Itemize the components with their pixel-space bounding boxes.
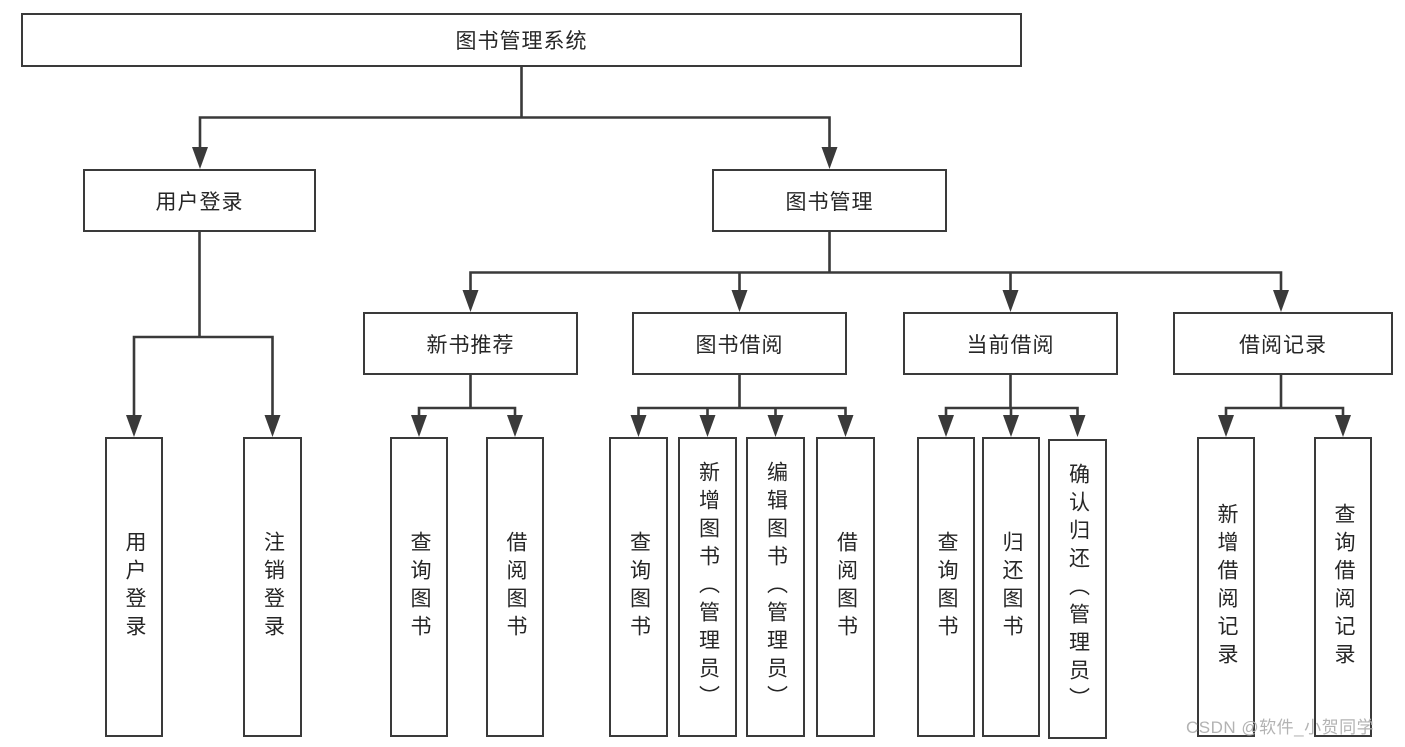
watermark: CSDN @软件_小贺同学 (1186, 718, 1375, 737)
leaf-borrow-books-label: 借阅图书 (834, 531, 858, 643)
node-current-borrowing: 当前借阅 (903, 312, 1118, 375)
node-library-system-label: 图书管理系统 (455, 30, 588, 53)
leaf-edit-books-admin: 编辑图书（管理员） (746, 437, 805, 737)
node-user-login: 用户登录 (83, 169, 316, 232)
node-user-login-label: 用户登录 (155, 190, 244, 214)
leaf-query-books-recommend: 查询图书 (390, 437, 448, 737)
leaf-query-borrow-record-label: 查询借阅记录 (1332, 503, 1355, 671)
leaf-add-books-admin: 新增图书（管理员） (678, 437, 737, 737)
leaf-query-books-recommend-label: 查询图书 (408, 531, 431, 643)
leaf-query-books-borrowing: 查询图书 (609, 437, 668, 737)
leaf-add-borrow-record-label: 新增借阅记录 (1215, 503, 1238, 671)
leaf-return-books: 归还图书 (982, 437, 1040, 737)
node-current-borrowing-label: 当前借阅 (966, 333, 1055, 357)
node-book-management: 图书管理 (712, 169, 947, 232)
leaf-borrow-books-recommend-label: 借阅图书 (504, 531, 527, 643)
leaf-query-borrow-record: 查询借阅记录 (1314, 437, 1372, 737)
node-borrow-records: 借阅记录 (1173, 312, 1393, 375)
leaf-logout-label: 注销登录 (261, 531, 285, 643)
leaf-query-books-current: 查询图书 (917, 437, 975, 737)
leaf-user-login-label: 用户登录 (123, 531, 146, 643)
leaf-logout: 注销登录 (243, 437, 302, 737)
leaf-borrow-books-recommend: 借阅图书 (486, 437, 544, 737)
node-new-book-recommend-label: 新书推荐 (426, 333, 515, 357)
leaf-borrow-books: 借阅图书 (816, 437, 875, 737)
leaf-add-borrow-record: 新增借阅记录 (1197, 437, 1255, 737)
node-book-borrowing-label: 图书借阅 (695, 333, 784, 357)
leaf-edit-books-admin-label: 编辑图书（管理员） (764, 461, 788, 713)
leaf-add-books-admin-label: 新增图书（管理员） (696, 461, 720, 713)
node-library-system: 图书管理系统 (21, 13, 1022, 67)
leaf-confirm-return-admin-label: 确认归还（管理员） (1066, 463, 1090, 715)
leaf-return-books-label: 归还图书 (1000, 531, 1023, 643)
leaf-query-books-borrowing-label: 查询图书 (627, 531, 651, 643)
leaf-user-login: 用户登录 (105, 437, 163, 737)
node-new-book-recommend: 新书推荐 (363, 312, 578, 375)
node-book-borrowing: 图书借阅 (632, 312, 847, 375)
leaf-query-books-current-label: 查询图书 (935, 531, 958, 643)
node-borrow-records-label: 借阅记录 (1239, 333, 1327, 357)
leaf-confirm-return-admin: 确认归还（管理员） (1048, 439, 1107, 739)
node-book-management-label: 图书管理 (785, 190, 874, 214)
